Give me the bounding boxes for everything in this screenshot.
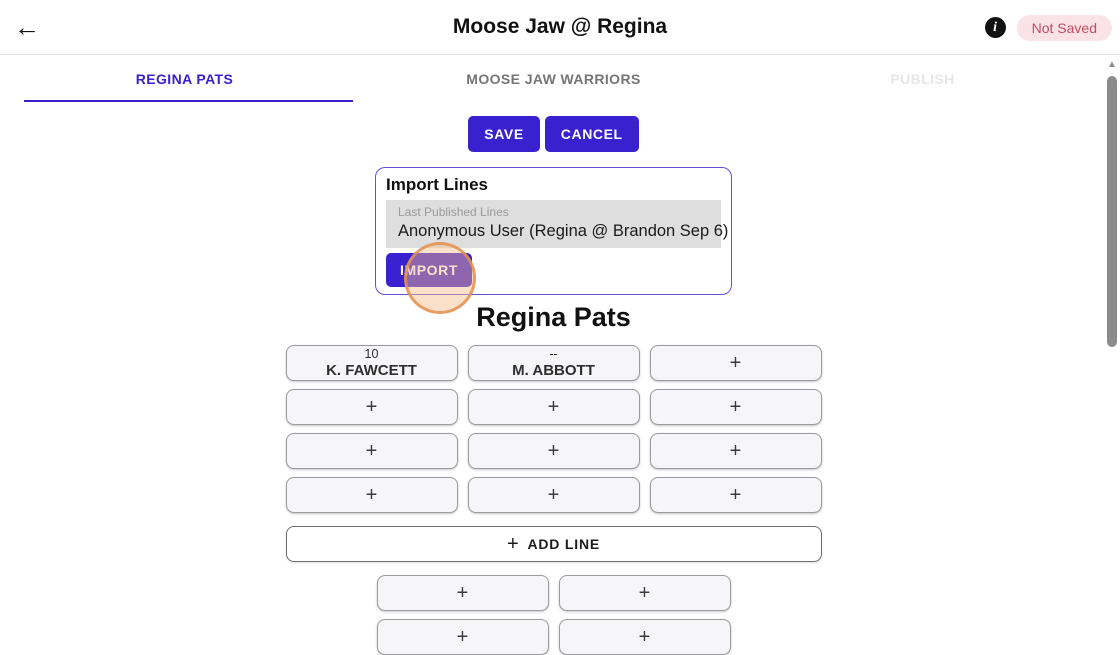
- tab-bar: REGINA PATS MOOSE JAW WARRIORS PUBLISH: [0, 55, 1107, 102]
- cancel-button[interactable]: CANCEL: [544, 116, 639, 152]
- scrollbar-thumb[interactable]: [1107, 76, 1117, 347]
- plus-icon: +: [365, 396, 378, 418]
- active-tab-indicator: [24, 100, 353, 102]
- empty-player-slot[interactable]: +: [649, 433, 822, 469]
- plus-icon: +: [456, 582, 469, 604]
- page-title: Moose Jaw @ Regina: [452, 15, 668, 38]
- tab-publish[interactable]: PUBLISH: [738, 55, 1107, 102]
- player-number: --: [549, 347, 558, 361]
- tab-moose-jaw-warriors[interactable]: MOOSE JAW WARRIORS: [369, 55, 738, 102]
- tab-regina-pats[interactable]: REGINA PATS: [0, 55, 369, 102]
- plus-icon: +: [456, 626, 469, 648]
- tab-label: PUBLISH: [890, 70, 955, 87]
- empty-player-slot[interactable]: +: [649, 389, 822, 425]
- add-line-button[interactable]: + ADD LINE: [285, 526, 822, 562]
- line-row-1: 10 K. FAWCETT -- M. ABBOTT +: [285, 345, 822, 381]
- action-row: SAVE CANCEL: [0, 116, 1107, 152]
- plus-icon: +: [638, 626, 651, 648]
- save-button[interactable]: SAVE: [468, 116, 540, 152]
- plus-icon: +: [365, 484, 378, 506]
- main-content: SAVE CANCEL Import Lines Last Published …: [0, 116, 1107, 655]
- import-lines-card: Import Lines Last Published Lines Anonym…: [375, 167, 732, 295]
- pairs-grid: + + + +: [376, 575, 731, 655]
- empty-player-slot[interactable]: +: [467, 477, 640, 513]
- empty-player-slot[interactable]: +: [467, 433, 640, 469]
- status-badge: Not Saved: [1016, 14, 1112, 41]
- player-slot-m-abbott[interactable]: -- M. ABBOTT: [467, 345, 640, 381]
- player-name: K. FAWCETT: [326, 362, 417, 379]
- import-card-title: Import Lines: [386, 175, 489, 194]
- plus-icon: +: [547, 440, 560, 462]
- plus-icon: +: [729, 396, 742, 418]
- plus-icon: +: [547, 396, 560, 418]
- scrollbar: ▲: [1104, 55, 1120, 626]
- plus-icon: +: [638, 582, 651, 604]
- line-row-2: + + +: [285, 389, 822, 425]
- pair-row-1: + +: [376, 575, 731, 611]
- app-bar-right: i Not Saved: [984, 0, 1112, 55]
- empty-player-slot[interactable]: +: [376, 575, 549, 611]
- empty-player-slot[interactable]: +: [376, 619, 549, 655]
- empty-player-slot[interactable]: +: [285, 477, 458, 513]
- empty-player-slot[interactable]: +: [285, 433, 458, 469]
- add-line-label: ADD LINE: [527, 536, 600, 552]
- select-label: Last Published Lines: [398, 205, 509, 219]
- lines-grid: 10 K. FAWCETT -- M. ABBOTT + + + + + + +…: [285, 345, 822, 513]
- empty-player-slot[interactable]: +: [285, 389, 458, 425]
- empty-player-slot[interactable]: +: [467, 389, 640, 425]
- line-row-3: + + +: [285, 433, 822, 469]
- select-value: Anonymous User (Regina @ Brandon Sep 6): [398, 222, 729, 240]
- plus-icon: +: [365, 440, 378, 462]
- plus-icon: +: [729, 440, 742, 462]
- player-slot-k-fawcett[interactable]: 10 K. FAWCETT: [285, 345, 458, 381]
- empty-player-slot[interactable]: +: [649, 477, 822, 513]
- team-heading: Regina Pats: [476, 302, 631, 332]
- plus-icon: +: [547, 484, 560, 506]
- plus-icon: +: [507, 533, 520, 555]
- import-button[interactable]: IMPORT: [386, 253, 472, 287]
- back-arrow-icon[interactable]: ←: [8, 12, 46, 42]
- tab-label: MOOSE JAW WARRIORS: [466, 70, 641, 87]
- empty-player-slot[interactable]: +: [558, 619, 731, 655]
- scroll-up-arrow[interactable]: ▲: [1107, 59, 1117, 70]
- player-number: 10: [364, 347, 379, 361]
- line-row-4: + + +: [285, 477, 822, 513]
- player-name: M. ABBOTT: [512, 362, 595, 379]
- tab-label: REGINA PATS: [135, 70, 234, 87]
- plus-icon: +: [729, 484, 742, 506]
- pair-row-2: + +: [376, 619, 731, 655]
- app-bar: ← Moose Jaw @ Regina i Not Saved: [0, 0, 1120, 55]
- info-icon[interactable]: i: [984, 17, 1006, 38]
- plus-icon: +: [729, 352, 742, 374]
- last-published-lines-select[interactable]: Last Published Lines Anonymous User (Reg…: [386, 200, 729, 248]
- empty-player-slot[interactable]: +: [558, 575, 731, 611]
- empty-player-slot[interactable]: +: [649, 345, 822, 381]
